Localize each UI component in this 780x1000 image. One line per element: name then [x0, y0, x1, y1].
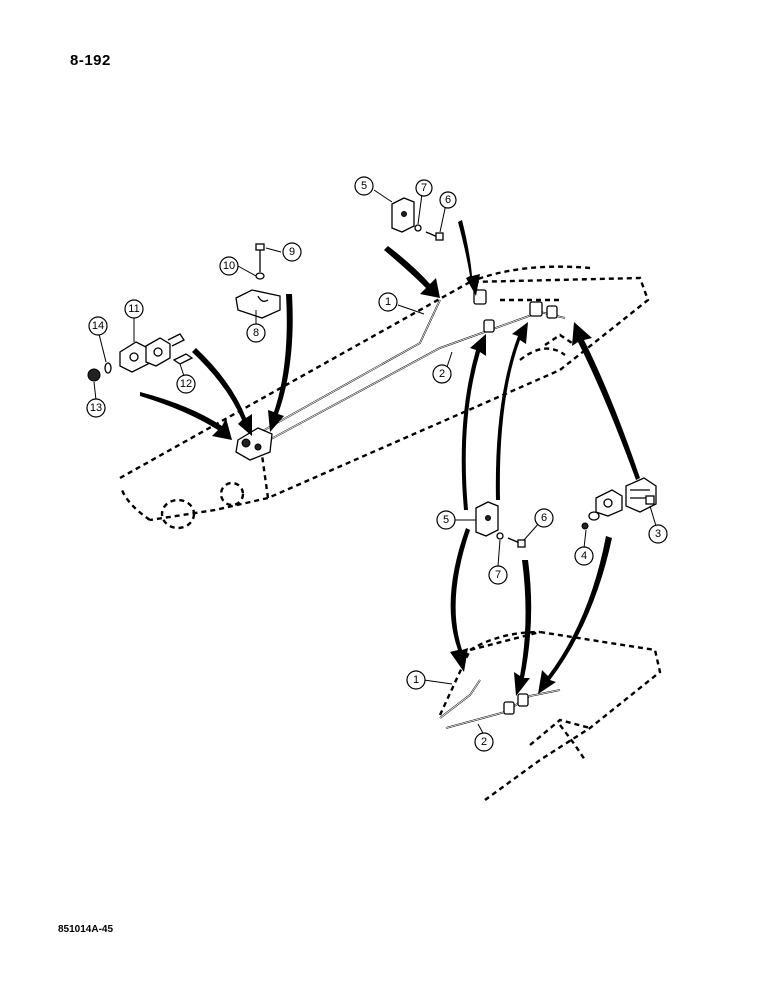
callout-2-lower: 2 — [474, 732, 494, 752]
manifold-block — [235, 427, 273, 461]
svg-text:3: 3 — [655, 528, 661, 540]
arrows — [140, 220, 640, 696]
callout-9: 9 — [282, 242, 302, 262]
washer-part-7-lower — [496, 532, 504, 540]
callout-11: 11 — [124, 299, 144, 319]
swivel-fitting-part-3 — [625, 477, 657, 513]
callout-10: 10 — [219, 256, 239, 276]
arrow-lower-1 — [450, 528, 470, 672]
svg-text:9: 9 — [289, 246, 295, 258]
arrow-to-clamp-3 — [495, 322, 528, 500]
svg-text:2: 2 — [439, 368, 445, 380]
callout-6-upper: 6 — [439, 191, 457, 209]
svg-text:6: 6 — [541, 512, 547, 524]
washer-part-7 — [414, 224, 422, 232]
clamp-half-part-5 — [391, 197, 415, 233]
svg-text:5: 5 — [443, 514, 449, 526]
svg-text:1: 1 — [385, 296, 391, 308]
svg-text:13: 13 — [90, 402, 102, 414]
callout-8: 8 — [246, 323, 266, 343]
callout-5-upper: 5 — [354, 176, 374, 196]
elbow-fitting-part-4 — [581, 489, 623, 530]
clamp-part-8 — [235, 289, 281, 319]
arrow-to-tube-2 — [461, 334, 486, 510]
callout-1-upper: 1 — [378, 292, 398, 312]
svg-text:10: 10 — [223, 260, 235, 272]
arrow-to-manifold-2 — [192, 348, 252, 436]
figure-code: 851014A-45 — [58, 924, 114, 935]
arrow-lower-3 — [538, 536, 612, 694]
bolt-part-12 — [172, 353, 194, 365]
clamp-half-part-5-lower — [475, 501, 499, 537]
arrow-to-manifold-1 — [140, 392, 232, 440]
callout-6-middle: 6 — [534, 508, 554, 528]
callout-7-middle: 7 — [488, 565, 508, 585]
svg-text:8: 8 — [253, 327, 259, 339]
svg-text:4: 4 — [581, 550, 587, 562]
arrow-to-clamp-1 — [384, 246, 440, 298]
washer-part-10 — [255, 272, 265, 280]
svg-text:1: 1 — [413, 674, 419, 686]
o-ring-part-14 — [104, 362, 112, 374]
boom-outline-upper — [119, 265, 650, 530]
bolt-part-6-lower — [507, 537, 526, 548]
page-number: 8-192 — [70, 52, 111, 69]
clamp-lower — [503, 693, 529, 715]
plug-part-13 — [87, 368, 101, 382]
callout-1-lower: 1 — [406, 670, 426, 690]
svg-text:14: 14 — [92, 320, 104, 332]
bolt-part-9 — [255, 243, 265, 272]
tube-1-lower — [439, 679, 481, 719]
svg-text:7: 7 — [495, 569, 501, 581]
callout-7-upper: 7 — [415, 179, 433, 197]
callout-5-middle: 5 — [436, 510, 456, 530]
bolt-part-6 — [425, 231, 444, 241]
arrow-to-fitting — [572, 322, 640, 480]
callout-12: 12 — [176, 374, 196, 394]
arrow-to-manifold-3 — [268, 294, 293, 432]
svg-text:11: 11 — [128, 303, 139, 315]
callout-13: 13 — [86, 398, 106, 418]
arrow-to-clamp-2 — [458, 220, 480, 296]
svg-text:2: 2 — [481, 736, 487, 748]
svg-text:7: 7 — [421, 182, 427, 194]
svg-text:5: 5 — [361, 180, 367, 192]
svg-text:12: 12 — [180, 378, 192, 390]
clamp-upper — [473, 289, 558, 333]
tube-1-upper — [249, 299, 441, 439]
svg-text:6: 6 — [445, 194, 451, 206]
flange-part-11 — [119, 333, 185, 373]
boom-outline-lower — [438, 630, 662, 801]
callout-2-upper: 2 — [432, 364, 452, 384]
leader-lines — [93, 189, 657, 736]
callout-3: 3 — [648, 524, 668, 544]
callout-14: 14 — [88, 316, 108, 336]
callout-4: 4 — [574, 546, 594, 566]
arrow-lower-2 — [514, 560, 532, 696]
tube-2-lower — [445, 689, 561, 729]
